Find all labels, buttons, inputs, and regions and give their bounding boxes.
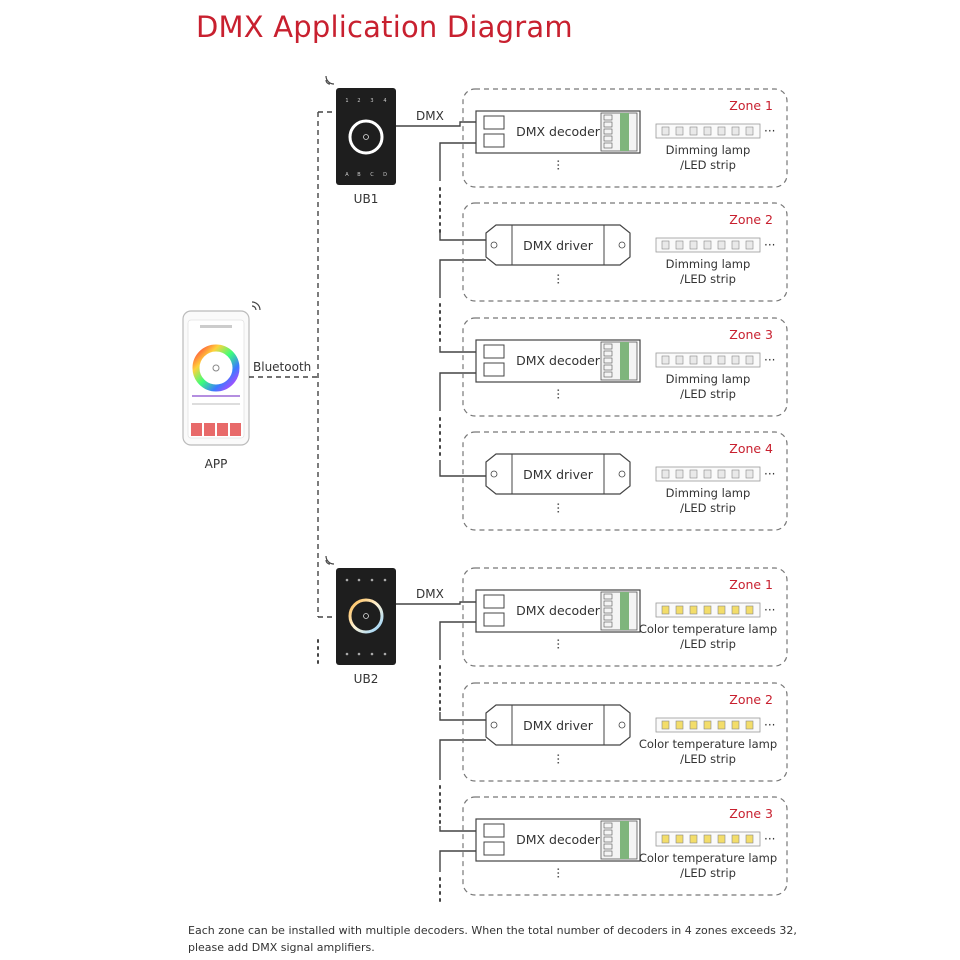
zone-box: [462, 88, 788, 188]
color-wheel-icon: [192, 344, 240, 392]
footer-note: Each zone can be installed with multiple…: [188, 924, 797, 954]
zone-box: [462, 317, 788, 417]
device-label: DMX decoder: [516, 603, 601, 618]
dmx-bus-1: [396, 121, 486, 477]
cct-ring-icon: [348, 598, 384, 634]
zone-box: [462, 567, 788, 667]
more-devices-ellipsis: ···: [551, 753, 565, 764]
lamp-label-line1: Color temperature lamp: [639, 851, 777, 865]
strip-ellipsis: ···: [764, 467, 775, 481]
app-label: APP: [205, 457, 228, 471]
panel-key-a: A: [345, 172, 349, 178]
panel-ub1-label: UB1: [354, 192, 379, 206]
lamp-label-line1: Dimming lamp: [666, 486, 751, 500]
zone-3: Zone 3 DMX decoder ··· ··· Dimming lamp/LED …: [462, 317, 788, 417]
zone-7: Zone 3 DMX decoder ··· ··· Color temperature…: [462, 796, 788, 896]
more-devices-ellipsis: ···: [551, 638, 565, 649]
led-strip-icon: [655, 831, 761, 847]
zone-6: Zone 2 DMX driver ··· ··· Color temperature …: [462, 682, 788, 782]
wireless-signal-icon: [325, 555, 335, 565]
lamp-label-line1: Color temperature lamp: [639, 622, 777, 636]
led-strip-icon: [655, 123, 761, 139]
touch-ring-icon: [348, 119, 384, 155]
panel-key-3: 3: [370, 98, 373, 104]
panel-key-4: 4: [383, 98, 386, 104]
zone-box: [462, 202, 788, 302]
panel-ub2-label: UB2: [354, 672, 379, 686]
zone-label: Zone 1: [729, 98, 773, 113]
wireless-signal-icon: [325, 75, 335, 85]
lamp-label-line2: /LED strip: [680, 272, 736, 286]
page-title: DMX Application Diagram: [196, 10, 573, 44]
device-label: DMX driver: [523, 467, 594, 482]
more-devices-ellipsis: ···: [551, 867, 565, 878]
zone-box: [462, 682, 788, 782]
lamp-label-line2: /LED strip: [680, 387, 736, 401]
more-devices-ellipsis: ···: [551, 273, 565, 284]
lamp-label-line1: Color temperature lamp: [639, 737, 777, 751]
led-strip-icon: [655, 352, 761, 368]
zone-label: Zone 2: [729, 212, 773, 227]
lamp-label-line2: /LED strip: [680, 158, 736, 172]
dmx-label-1: DMX: [416, 109, 444, 123]
zone-label: Zone 2: [729, 692, 773, 707]
zone-label: Zone 4: [729, 441, 773, 456]
dmx-label-2: DMX: [416, 587, 444, 601]
zone-2: Zone 2 DMX driver ··· ··· Dimming lamp/LED s…: [462, 202, 788, 302]
strip-ellipsis: ···: [764, 353, 775, 367]
device-label: DMX decoder: [516, 832, 601, 847]
lamp-label-line2: /LED strip: [680, 752, 736, 766]
panel-key-2: 2: [357, 98, 360, 104]
lamp-label-line2: /LED strip: [680, 501, 736, 515]
panel-ub2: [325, 555, 396, 665]
wireless-signal-icon: [251, 301, 261, 311]
led-strip-icon: [655, 466, 761, 482]
strip-ellipsis: ···: [764, 124, 775, 138]
device-label: DMX driver: [523, 718, 594, 733]
dmx-bus-2: [396, 601, 486, 907]
panel-key-d: D: [383, 172, 387, 178]
strip-ellipsis: ···: [764, 718, 775, 732]
lamp-label-line1: Dimming lamp: [666, 143, 751, 157]
panel-key-c: C: [370, 172, 374, 178]
more-devices-ellipsis: ···: [551, 502, 565, 513]
strip-ellipsis: ···: [764, 238, 775, 252]
zone-box: [462, 431, 788, 531]
zone-label: Zone 3: [729, 806, 773, 821]
led-strip-icon: [655, 717, 761, 733]
zone-label: Zone 3: [729, 327, 773, 342]
strip-ellipsis: ···: [764, 832, 775, 846]
phone-app: [182, 301, 261, 446]
more-devices-ellipsis: ···: [551, 159, 565, 170]
zone-label: Zone 1: [729, 577, 773, 592]
strip-ellipsis: ···: [764, 603, 775, 617]
panel-key-b: B: [357, 172, 361, 178]
lamp-label-line1: Dimming lamp: [666, 372, 751, 386]
device-label: DMX driver: [523, 238, 594, 253]
led-strip-icon: [655, 237, 761, 253]
lamp-label-line2: /LED strip: [680, 866, 736, 880]
zone-5: Zone 1 DMX decoder ··· ··· Color temperature…: [462, 567, 788, 667]
led-strip-icon: [655, 602, 761, 618]
zone-1: Zone 1 DMX decoder ··· ··· Dimming lamp/LED …: [462, 88, 788, 188]
panel-ub1: 1 2 3 4 A B C D: [325, 75, 396, 185]
zones: Zone 1 DMX decoder ··· ··· Dimming lamp/LED …: [462, 88, 788, 896]
bluetooth-label: Bluetooth: [253, 360, 311, 374]
lamp-label-line2: /LED strip: [680, 637, 736, 651]
more-devices-ellipsis: ···: [551, 388, 565, 399]
panel-key-1: 1: [345, 98, 348, 104]
lamp-label-line1: Dimming lamp: [666, 257, 751, 271]
zone-4: Zone 4 DMX driver ··· ··· Dimming lamp/LED s…: [462, 431, 788, 531]
device-label: DMX decoder: [516, 353, 601, 368]
device-label: DMX decoder: [516, 124, 601, 139]
zone-box: [462, 796, 788, 896]
